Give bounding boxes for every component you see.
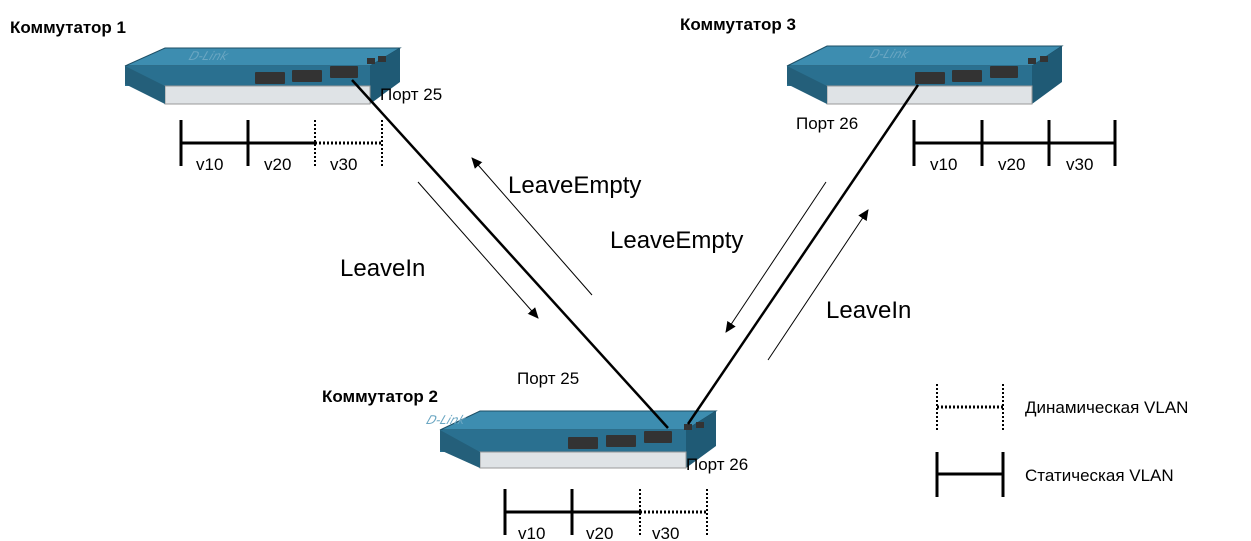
vlan-sw1-v10: v10	[196, 155, 223, 174]
vlan-sw3-v10: v10	[930, 155, 957, 174]
vlan-scale-sw3: v10 v20 v30	[912, 120, 1117, 174]
port-label-sw2-25: Порт 25	[517, 369, 579, 388]
link-sw3-sw2	[686, 84, 920, 425]
vlan-sw1-v20: v20	[264, 155, 291, 174]
switch-2-device: D-Link	[425, 410, 718, 469]
port-label-sw2-26: Порт 26	[686, 455, 748, 474]
label-leavein-left: LeaveIn	[340, 255, 425, 282]
legend-static: Статическая VLAN	[935, 452, 1174, 497]
arrow-leavein-left	[417, 181, 539, 319]
switch-2-title: Коммутатор 2	[322, 387, 438, 406]
switch-3-logo: D-Link	[868, 46, 912, 61]
vlan-scale-sw2: v10 v20 v30	[503, 489, 708, 541]
switch-2: Коммутатор 2 D-Link	[322, 387, 718, 469]
legend-static-label: Статическая VLAN	[1025, 466, 1174, 485]
vlan-sw2-v20: v20	[586, 524, 613, 541]
switch-1: Коммутатор 1 D-Link	[10, 18, 402, 105]
vlan-sw2-v30: v30	[652, 524, 679, 541]
switch-3-title: Коммутатор 3	[680, 15, 796, 34]
vlan-sw1-v30: v30	[330, 155, 357, 174]
vlan-sw3-v20: v20	[998, 155, 1025, 174]
link-sw1-sw2	[351, 79, 669, 429]
vlan-sw3-v30: v30	[1066, 155, 1093, 174]
switch-3: Коммутатор 3 D-Link	[680, 15, 1064, 105]
legend-dynamic-label: Динамическая VLAN	[1025, 398, 1188, 417]
arrow-leavein-right	[767, 209, 869, 361]
port-label-sw3-26: Порт 26	[796, 114, 858, 133]
label-leaveempty-right: LeaveEmpty	[610, 227, 743, 254]
legend: Динамическая VLAN Статическая VLAN	[935, 384, 1188, 497]
legend-dynamic: Динамическая VLAN	[936, 384, 1188, 430]
vlan-scale-sw1: v10 v20 v30	[179, 120, 383, 174]
port-label-sw1-25: Порт 25	[380, 85, 442, 104]
switch-1-title: Коммутатор 1	[10, 18, 126, 37]
switch-1-device: D-Link	[124, 47, 402, 105]
switch-2-logo: D-Link	[425, 412, 469, 427]
vlan-sw2-v10: v10	[518, 524, 545, 541]
label-leaveempty-left: LeaveEmpty	[508, 172, 641, 199]
arrow-leaveempty-right	[725, 181, 827, 333]
arrow-leaveempty-left	[471, 157, 593, 296]
switch-3-device: D-Link	[786, 45, 1064, 105]
switch-1-logo: D-Link	[187, 48, 231, 63]
label-leavein-right: LeaveIn	[826, 297, 911, 324]
